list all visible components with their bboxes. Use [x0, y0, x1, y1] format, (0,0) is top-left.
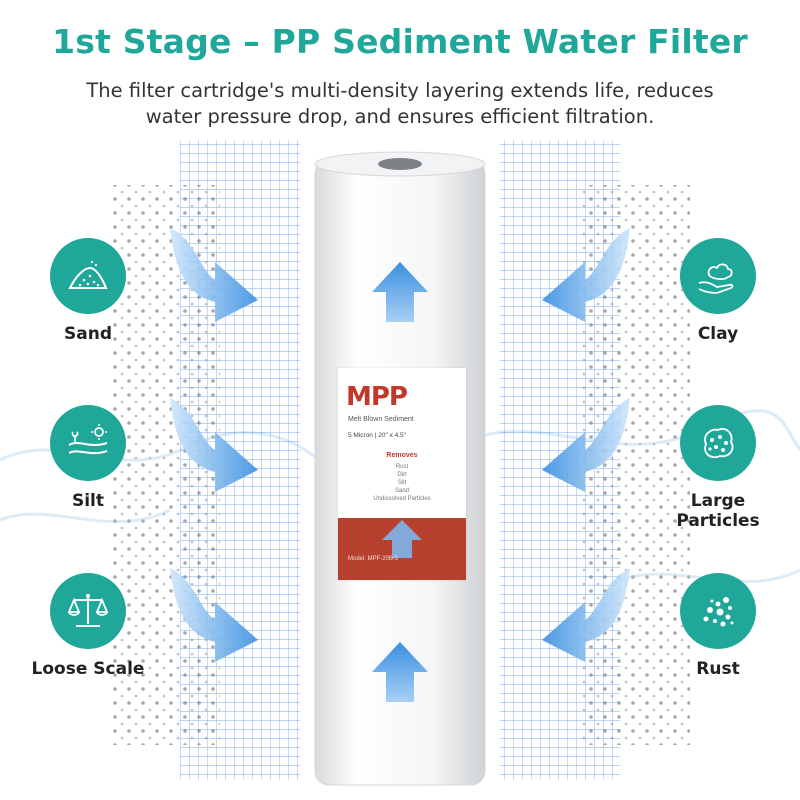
flow-arrows-right: [542, 228, 630, 662]
cartridge-spec: 5 Micron | 20" x 4.5": [348, 432, 406, 439]
sand-pile-icon: [50, 238, 126, 314]
flow-arrows-left: [170, 228, 258, 662]
contaminant-loose-scale: Loose Scale: [18, 573, 158, 679]
removes-item: Rust: [395, 464, 409, 470]
up-arrow-top: [372, 262, 428, 322]
up-arrow-bottom: [372, 642, 428, 702]
particles-cluster-icon: [680, 405, 756, 481]
brand-logo: MPP: [346, 382, 408, 412]
contaminant-label: Loose Scale: [31, 659, 145, 679]
rust-dots-icon: [680, 573, 756, 649]
contaminant-rust: Rust: [648, 573, 788, 679]
cartridge-type: Melt Blown Sediment: [348, 416, 414, 423]
balance-scale-icon: [50, 573, 126, 649]
contaminant-clay: Clay: [648, 238, 788, 344]
silt-landscape-icon: [50, 405, 126, 481]
removes-item: Dirt: [397, 472, 407, 478]
contaminant-label: Sand: [64, 324, 112, 344]
contaminant-large-particles: Large Particles: [648, 405, 788, 531]
contaminant-label: Silt: [71, 491, 105, 511]
removes-heading: Removes: [386, 452, 418, 459]
contaminant-sand: Sand: [18, 238, 158, 344]
page-subtitle: The filter cartridge's multi-density lay…: [86, 79, 714, 128]
removes-item: Undissolved Particles: [373, 496, 431, 502]
removes-item: Sand: [394, 488, 409, 494]
contaminant-label: Rust: [696, 659, 740, 679]
removes-item: Silt: [397, 480, 407, 486]
contaminant-label: Large Particles: [676, 491, 760, 531]
page-title: 1st Stage – PP Sediment Water Filter: [52, 22, 748, 61]
removes-list: Rust Dirt Silt Sand Undissolved Particle…: [338, 463, 466, 503]
clay-hand-icon: [680, 238, 756, 314]
contaminant-silt: Silt: [18, 405, 158, 511]
cartridge-label: MPP Melt Blown Sediment 5 Micron | 20" x…: [338, 368, 466, 580]
label-red-band: [338, 518, 466, 580]
model-number: Model: MPF-20B-5: [348, 556, 399, 562]
contaminant-label: Clay: [697, 324, 739, 344]
